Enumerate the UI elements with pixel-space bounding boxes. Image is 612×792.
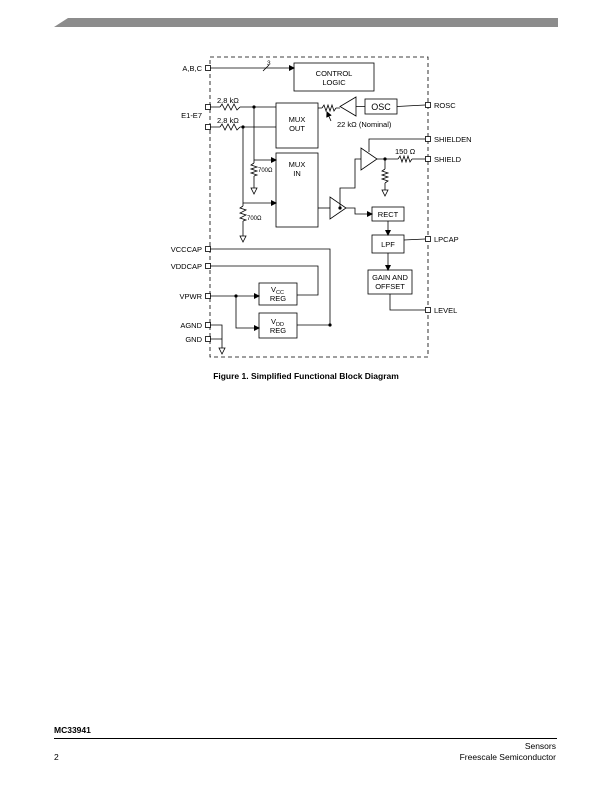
pin-agnd [205,322,211,328]
resistor-22k [321,103,337,113]
wire-osc-rosc [356,104,426,107]
wire-vcccap [210,248,331,325]
label-2-8k-b: 2.8 kΩ [217,116,239,125]
lpf-label: LPF [381,240,395,249]
vdd-reg-v: V [271,317,276,326]
pin-label-level: LEVEL [434,306,457,315]
pin-rosc [425,102,431,108]
control-logic-label-2: LOGIC [322,78,346,87]
pin-label-shield: SHIELD [434,155,462,164]
header-bar [54,18,558,27]
pin-label-lpcap: LPCAP [434,235,459,244]
pin-vddcap [205,263,211,269]
resistor-2-8k-b [219,123,241,131]
footer-category: Sensors [524,741,556,751]
output-amp-triangle [329,196,347,220]
pin-label-vpwr: VPWR [180,292,203,301]
document-id: MC33941 [54,725,91,735]
resistor-150 [397,154,413,164]
vcc-reg-label: REG [270,294,286,303]
resistor-2-8k-a [219,103,241,111]
wire-shield-loop [339,158,361,208]
label-22k: 22 kΩ (Nominal) [337,120,392,129]
wire-amp-rect [346,207,373,217]
figure-caption: Figure 1. Simplified Functional Block Di… [213,371,399,381]
functional-block-diagram: A,B,C E1-E7 VCCCAP VDDCAP VPWR AGND GND … [171,56,472,358]
pin-label-abc: A,B,C [182,64,202,73]
wire-vddcap [210,265,319,296]
pin-level [425,307,431,313]
pin-e1-e7-a [205,104,211,110]
mux-out-label-2: OUT [289,124,305,133]
vdd-reg-sub: DD [276,322,284,328]
wire-gain-level [389,294,425,311]
mux-in-block [275,152,319,228]
osc-buffer-triangle [339,96,357,117]
pin-label-agnd: AGND [180,321,202,330]
footer-company: Freescale Semiconductor [459,752,556,762]
gain-offset-label-1: GAIN AND [372,273,408,282]
wire-shielden [368,138,425,152]
vcc-reg-v: V [271,285,276,294]
resistor-700b [238,205,248,222]
pin-shield [425,156,431,162]
bus-slash [262,64,270,72]
pin-lpcap [425,236,431,242]
gain-offset-label-2: OFFSET [375,282,405,291]
resistor-700a [249,162,259,177]
ground-symbol-shield [381,189,389,197]
ground-symbol-gnd [218,347,226,355]
resistor-shield-fb [380,168,390,184]
pin-e1-e7-b [205,124,211,130]
wire-rosc-arrow [326,111,332,122]
ground-symbol-700b [239,235,247,243]
pin-abc [205,65,211,71]
footer-rule [54,738,557,739]
label-bus-width: 3 [267,60,271,67]
control-logic-block [293,62,375,92]
wire-agnd-gnd [210,324,223,348]
pin-gnd [205,336,211,342]
vcc-reg-sub: CC [276,290,284,296]
page-number: 2 [54,752,59,762]
label-2-8k-a: 2.8 kΩ [217,96,239,105]
pin-label-e1-e7: E1-E7 [181,111,202,120]
control-logic-label-1: CONTROL [316,69,353,78]
pin-vcccap [205,246,211,252]
mux-in-label-2: IN [293,169,301,178]
pin-label-vddcap: VDDCAP [171,262,202,271]
footer-right: Sensors Freescale Semiconductor [460,741,556,763]
rect-label: RECT [378,210,399,219]
chip-boundary [209,56,429,358]
ground-symbol-700a [250,187,258,195]
mux-out-block [275,102,319,149]
label-700-a: 700Ω [258,168,273,174]
wire-tap-a [253,107,277,163]
pin-vpwr [205,293,211,299]
vdd-reg-label: REG [270,326,286,335]
wire-tap-b [242,127,277,206]
osc-label: OSC [371,102,391,112]
wire-lpf-lpcap [403,238,426,241]
label-700-b: 700Ω [247,216,262,222]
mux-in-label-1: MUX [289,160,306,169]
pin-label-vcccap: VCCCAP [171,245,202,254]
pin-label-gnd: GND [185,335,202,344]
pin-label-shielden: SHIELDEN [434,135,472,144]
mux-out-label-1: MUX [289,115,306,124]
pin-label-rosc: ROSC [434,101,456,110]
wire-vpwr-vdd [235,296,260,331]
pin-shielden [425,136,431,142]
label-150: 150 Ω [395,147,416,156]
